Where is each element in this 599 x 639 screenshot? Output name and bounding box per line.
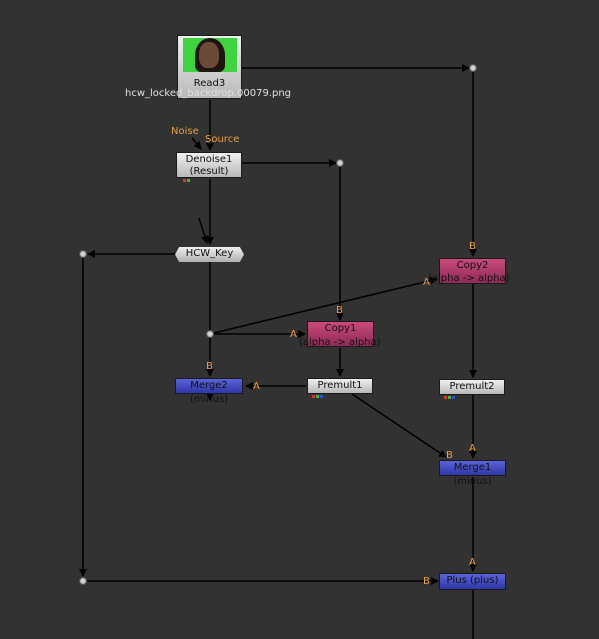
plus-a-pin: A (469, 557, 476, 568)
plus-label: Plus (plus) (446, 575, 499, 586)
copy2-label: Copy2 (456, 260, 489, 271)
copy2-node[interactable]: Copy2 (439, 258, 506, 284)
copy2-sub-label: (alpha -> alpha) (428, 273, 510, 284)
copy1-sub-label: (alpha -> alpha) (299, 337, 381, 348)
premult2-label: Premult2 (449, 381, 495, 392)
copy2-a-pin: A (423, 277, 430, 288)
read3-thumbnail (183, 38, 237, 72)
dot-node-key-left[interactable] (79, 250, 87, 258)
plus-node[interactable]: Plus (plus) (439, 573, 506, 590)
read3-node[interactable]: Read3 (177, 35, 242, 99)
denoise1-label: Denoise1 (185, 154, 233, 165)
merge1-a-pin: A (469, 443, 476, 454)
denoise1-node[interactable]: Denoise1 (Result) (176, 152, 242, 182)
hcw-key-label: HCW_Key (185, 248, 234, 259)
read3-file-label: hcw_locked_backdrop.00079.png (125, 88, 292, 99)
premult1-label: Premult1 (317, 380, 363, 391)
dot-node-bottom-left[interactable] (79, 577, 87, 585)
channel-swatch (180, 173, 194, 182)
plus-b-pin: B (423, 576, 430, 587)
merge2-b-pin: B (206, 361, 213, 372)
channel-swatch (443, 390, 457, 399)
merge1-label: Merge1 (minus) (453, 462, 492, 487)
dot-node-read-branch[interactable] (469, 64, 477, 72)
premult1-node[interactable]: Premult1 (307, 378, 373, 398)
merge2-node[interactable]: Merge2 (minus) (175, 378, 243, 405)
copy1-a-pin: A (290, 329, 297, 340)
hcw-key-node[interactable]: HCW_Key (175, 247, 244, 262)
merge1-b-pin: B (446, 450, 453, 461)
read3-label: Read3 (193, 78, 226, 89)
merge1-node[interactable]: Merge1 (minus) (439, 460, 506, 487)
channel-swatch (311, 389, 325, 398)
premult2-node[interactable]: Premult2 (439, 379, 505, 399)
dot-node-key-mid[interactable] (206, 330, 214, 338)
noise-input-label: Noise (171, 126, 199, 137)
denoise1-sub-label: (Result) (189, 166, 229, 177)
dot-node-denoise-branch[interactable] (336, 159, 344, 167)
source-input-label: Source (205, 134, 240, 145)
merge2-a-pin: A (253, 381, 260, 392)
merge2-label: Merge2 (minus) (189, 380, 229, 405)
copy1-b-pin: B (336, 305, 343, 316)
copy1-label: Copy1 (324, 323, 357, 334)
copy1-node[interactable]: Copy1 (307, 321, 374, 347)
copy2-b-pin: B (469, 241, 476, 252)
